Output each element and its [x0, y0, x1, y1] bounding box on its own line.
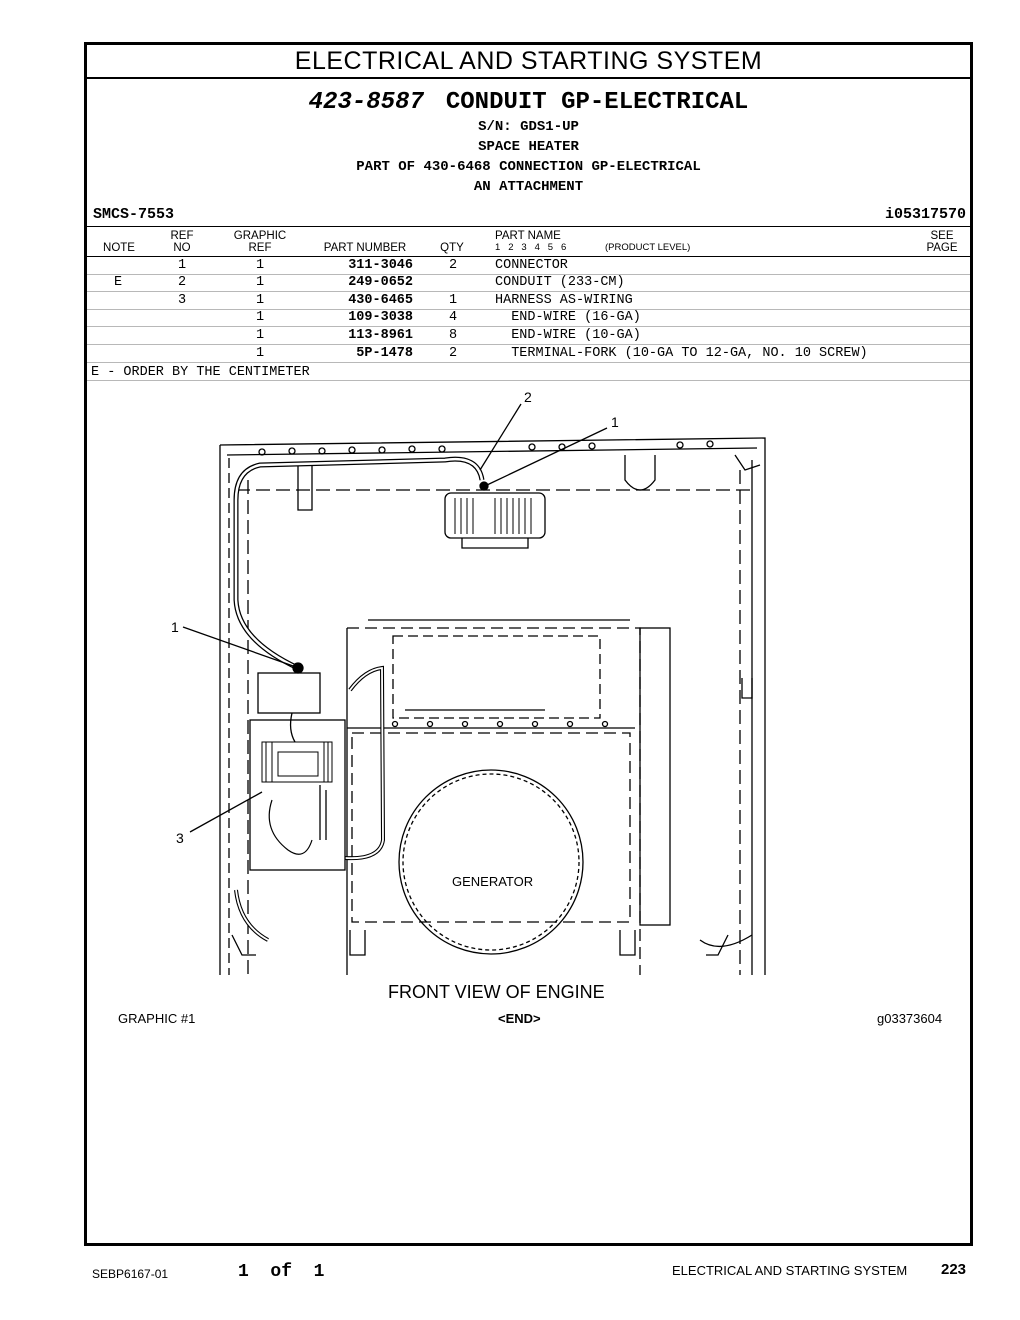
- table-cell-graphic: 1: [255, 258, 265, 273]
- table-cell-graphic: 1: [255, 275, 265, 290]
- th-note: NOTE: [103, 242, 135, 254]
- smcs-code: SMCS-7553: [93, 206, 175, 223]
- table-cell-part-number: 430-6465: [348, 293, 413, 308]
- attachment: AN ATTACHMENT: [473, 179, 584, 195]
- table-cell-name: CONDUIT (233-CM): [495, 275, 625, 290]
- th-ref-bottom: NO: [173, 242, 191, 254]
- group-part-number: 423-8587: [308, 89, 424, 116]
- generator-label: GENERATOR: [452, 874, 534, 889]
- table-cell-part-number: 311-3046: [348, 258, 413, 273]
- table-cell-qty: 2: [448, 258, 458, 273]
- th-part-name: PART NAME: [495, 230, 561, 242]
- table-cell-part-number: 109-3038: [348, 310, 413, 325]
- th-product-level: (PRODUCT LEVEL): [605, 242, 691, 253]
- row-divider: [87, 362, 970, 363]
- callout-3: 3: [176, 830, 184, 846]
- table-cell-name: END-WIRE (16-GA): [495, 310, 641, 325]
- table-cell-ref: 3: [177, 293, 187, 308]
- callout-1-left: 1: [171, 619, 179, 635]
- end-label: <END>: [498, 1011, 541, 1026]
- th-qty: QTY: [440, 242, 464, 254]
- callout-2: 2: [524, 389, 532, 405]
- table-cell-name: END-WIRE (10-GA): [495, 328, 641, 343]
- table-cell-part-number: 249-0652: [348, 275, 413, 290]
- th-levels: 1 2 3 4 5 6: [495, 242, 567, 253]
- part-heading: 423-8587 CONDUIT GP-ELECTRICAL: [87, 89, 970, 116]
- row-divider: [87, 309, 970, 310]
- view-label: FRONT VIEW OF ENGINE: [388, 982, 605, 1002]
- table-cell-graphic: 1: [255, 310, 265, 325]
- table-cell-note: E: [113, 275, 123, 290]
- graphic-label: GRAPHIC #1: [118, 1011, 196, 1026]
- footer-page-number: 223: [941, 1261, 967, 1278]
- row-divider: [87, 326, 970, 327]
- illustration-id: i05317570: [884, 206, 966, 223]
- th-graphic-top: GRAPHIC: [233, 230, 287, 242]
- section-title: ELECTRICAL AND STARTING SYSTEM: [87, 45, 970, 79]
- row-divider: [87, 274, 970, 275]
- table-cell-qty: 2: [448, 346, 458, 361]
- callout-1-top: 1: [611, 414, 619, 430]
- table-cell-part-number: 5P-1478: [356, 346, 413, 361]
- table-cell-graphic: 1: [255, 346, 265, 361]
- row-divider: [87, 344, 970, 345]
- table-top-rule: [87, 226, 970, 227]
- table-cell-name: CONNECTOR: [495, 258, 568, 273]
- table-cell-part-number: 113-8961: [348, 328, 413, 343]
- th-part-number: PART NUMBER: [323, 242, 407, 254]
- footer-section: ELECTRICAL AND STARTING SYSTEM: [672, 1263, 908, 1278]
- th-ref-top: REF: [170, 230, 194, 242]
- table-cell-graphic: 1: [255, 328, 265, 343]
- th-see-bottom: PAGE: [926, 242, 958, 254]
- table-cell-name: TERMINAL-FORK (10-GA TO 12-GA, NO. 10 SC…: [495, 346, 868, 361]
- table-bottom-rule: [87, 380, 970, 381]
- table-cell-name: HARNESS AS-WIRING: [495, 293, 633, 308]
- table-cell-ref: 1: [177, 258, 187, 273]
- table-note: E - ORDER BY THE CENTIMETER: [91, 365, 310, 380]
- table-header-rule: [87, 256, 970, 257]
- th-graphic-bottom: REF: [248, 242, 272, 254]
- table-cell-qty: 4: [448, 310, 458, 325]
- th-see-top: SEE: [930, 230, 954, 242]
- footer-doc-number: SEBP6167-01: [92, 1267, 169, 1281]
- table-cell-graphic: 1: [255, 293, 265, 308]
- table-cell-qty: 8: [448, 328, 458, 343]
- application: SPACE HEATER: [478, 139, 579, 155]
- table-cell-ref: 2: [177, 275, 187, 290]
- footer-page-count: 1 of 1: [238, 1262, 325, 1282]
- group-part-name: CONDUIT GP-ELECTRICAL: [445, 89, 749, 116]
- row-divider: [87, 291, 970, 292]
- graphic-id: g03373604: [877, 1011, 943, 1026]
- serial-range: S/N: GDS1-UP: [478, 119, 579, 135]
- part-of: PART OF 430-6468 CONNECTION GP-ELECTRICA…: [356, 159, 701, 175]
- table-cell-qty: 1: [448, 293, 458, 308]
